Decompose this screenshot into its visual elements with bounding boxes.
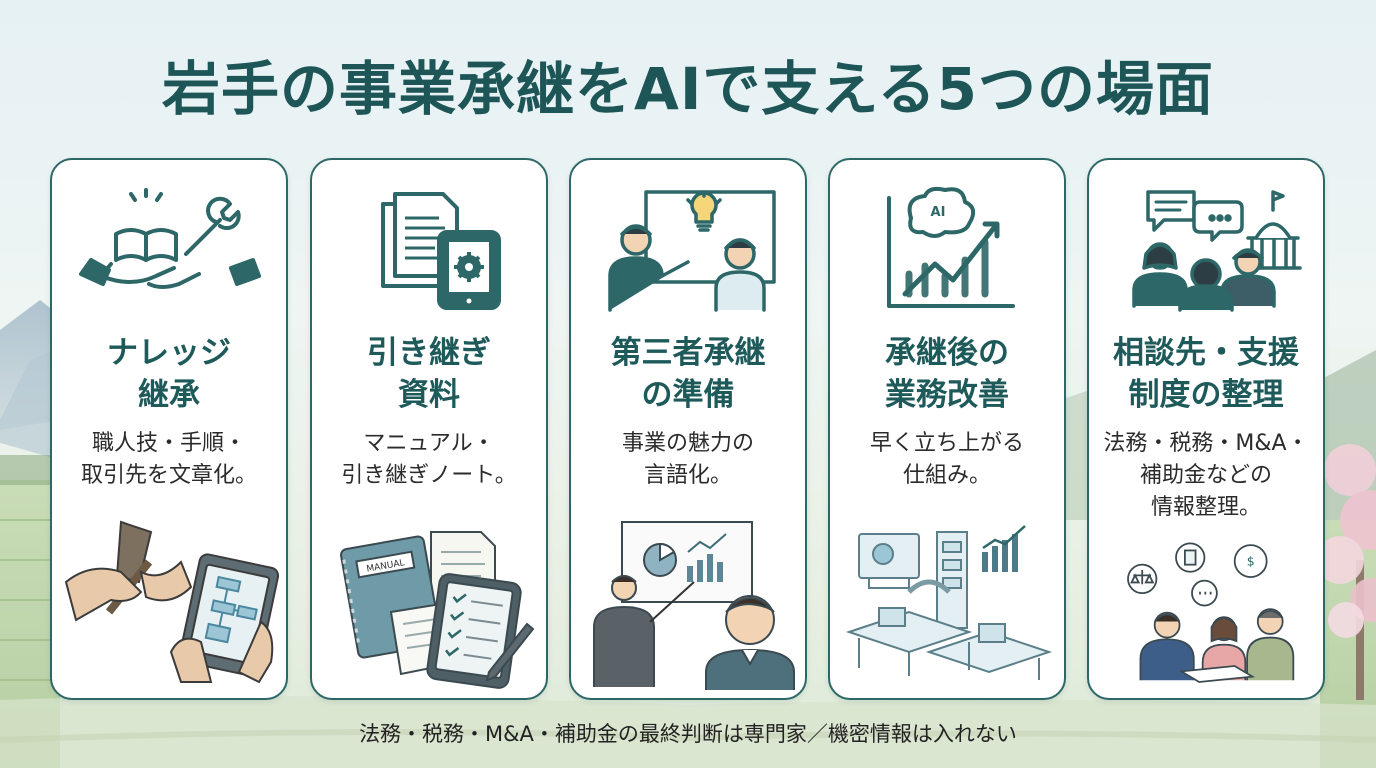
hands-book-wrench-icon	[79, 188, 261, 289]
card-description: 早く立ち上がる 仕組み。	[869, 431, 1024, 488]
documents-tablet-gear-icon	[381, 192, 501, 310]
card-handover-documents: 引き継ぎ 資料 マニュアル・ 引き継ぎノート。 MANUAL	[310, 158, 548, 700]
presenter-lightbulb-icon	[608, 190, 776, 312]
card-description: マニュアル・ 引き継ぎノート。	[341, 431, 517, 488]
ai-growth-chart-icon: AI	[887, 186, 1015, 308]
card-description: 職人技・手順・ 取引先を文章化。	[80, 431, 257, 488]
card-knowledge-transfer: ナレッジ 継承 職人技・手順・ 取引先を文章化。	[50, 158, 288, 700]
advisory-meeting-icon: $	[1127, 542, 1295, 683]
consultation-government-icon	[1132, 190, 1302, 312]
ai-brain-label: AI	[931, 205, 946, 220]
ground-strip-icon	[0, 696, 1376, 768]
footer-note: 法務・税務・M&A・補助金の最終判断は専門家／機密情報は入れない	[359, 722, 1017, 746]
card-post-succession-improvement: AI 承継後の 業務改善 早く立ち上がる 仕組み。	[828, 158, 1066, 700]
card-title: 引き継ぎ 資料	[367, 335, 491, 413]
card-title: ナレッジ 継承	[107, 335, 231, 413]
card-title: 相談先・支援 制度の整理	[1113, 335, 1299, 413]
svg-text:$: $	[1247, 554, 1255, 569]
card-description: 事業の魅力の 言語化。	[621, 431, 754, 488]
card-consultation-support: 相談先・支援 制度の整理 法務・税務・M&A・ 補助金などの 情報整理。 $	[1087, 158, 1325, 700]
card-title: 第三者承継 の準備	[610, 335, 766, 413]
craftsman-hands-tablet-icon	[64, 520, 280, 684]
cherry-tree-icon	[1316, 444, 1376, 700]
manual-notebook-tablet-checklist-icon: MANUAL	[340, 531, 535, 689]
presentation-chart-people-icon	[593, 521, 795, 690]
card-third-party-succession: 第三者承継 の準備 事業の魅力の 言語化。	[569, 158, 807, 700]
automated-office-icon	[845, 525, 1053, 680]
card-title: 承継後の 業務改善	[885, 335, 1009, 413]
card-description: 法務・税務・M&A・ 補助金などの 情報整理。	[1103, 431, 1309, 520]
page-title: 岩手の事業承継をAIで支える5つの場面	[161, 55, 1215, 123]
